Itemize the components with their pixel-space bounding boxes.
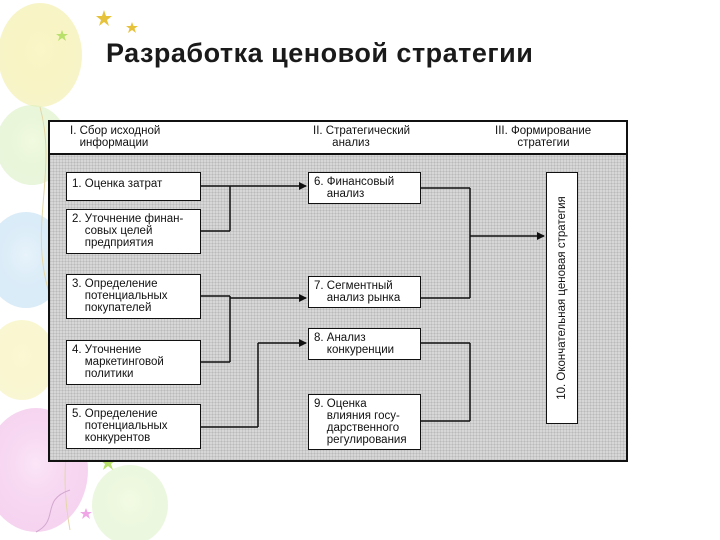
box-final-pricing-strategy: 10. Окончательная ценовая стратегия [546, 172, 578, 424]
box-potential-buyers: 3. Определение потенциальных покупателей [66, 274, 201, 319]
box-government-regulation: 9. Оценка влияния госу- дарственного рег… [308, 394, 421, 450]
box-segment-analysis: 7. Сегментный анализ рынка [308, 276, 421, 308]
column-header-formation: III. Формирование стратегии [495, 125, 592, 149]
slide-title: Разработка ценовой стратегии [106, 38, 534, 68]
column-header-analysis: II. Стратегический анализ [313, 125, 411, 149]
box-financial-goals: 2. Уточнение финан- совых целей предприя… [66, 209, 201, 254]
column-header-collection: I. Сбор исходной информации [70, 125, 161, 149]
box-financial-analysis: 6. Финансовый анализ [308, 172, 421, 204]
box-potential-competitors: 5. Определение потенциальных конкурентов [66, 404, 201, 449]
final-strategy-label: 10. Окончательная ценовая стратегия [556, 196, 568, 400]
box-cost-assessment: 1. Оценка затрат [66, 172, 201, 201]
column-header-band [50, 122, 626, 155]
box-marketing-policy: 4. Уточнение маркетинговой политики [66, 340, 201, 385]
box-competition-analysis: 8. Анализ конкуренции [308, 328, 421, 360]
